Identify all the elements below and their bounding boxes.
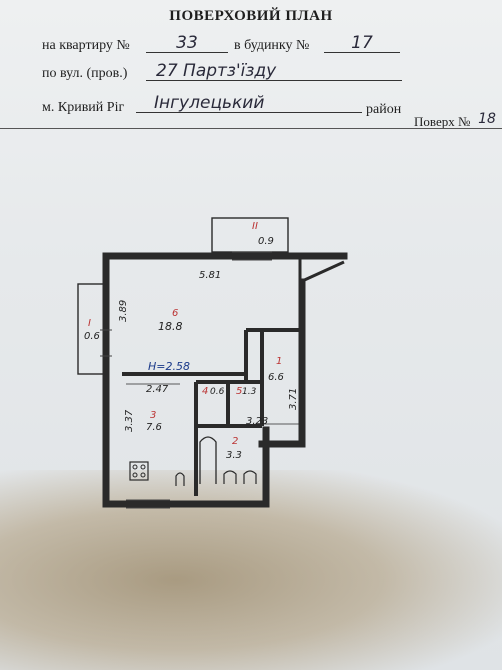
balcony-top-wall	[211, 217, 289, 253]
toilet-icon	[223, 470, 237, 484]
room-2-num: 2	[232, 436, 238, 447]
page-title: ПОВЕРХОВИЙ ПЛАН	[169, 8, 333, 24]
corner-wall	[298, 258, 345, 285]
room-I-area: 0.6	[84, 331, 100, 342]
room-6-area: 18.8	[158, 320, 183, 333]
apt-label: на квартиру №	[42, 38, 130, 53]
ceiling-height: H=2.58	[148, 360, 190, 373]
apt-value: 33	[146, 34, 228, 53]
header-divider	[0, 128, 502, 129]
district-label: район	[366, 102, 402, 117]
sink2-icon	[243, 470, 257, 484]
room-1-num: 1	[276, 356, 282, 367]
room-I-num: I	[88, 318, 91, 329]
dim-right-height: 3.71	[288, 388, 299, 410]
room-II-num: II	[252, 221, 258, 232]
balcony-left-wall	[77, 283, 105, 375]
room-2-area: 3.3	[226, 450, 242, 461]
building-label: в будинку №	[234, 38, 310, 53]
room-3-area: 7.6	[146, 422, 162, 433]
sink-icon	[175, 472, 185, 486]
room-1-area: 6.6	[268, 372, 284, 383]
dim-left-height: 3.89	[118, 300, 129, 322]
dim-bath-width: 3.23	[246, 416, 268, 427]
dim-top-width: 5.81	[199, 270, 221, 281]
dim-kitchen-height: 3.37	[124, 409, 135, 432]
room-5-num: 5	[236, 386, 242, 397]
bathtub-icon	[199, 436, 217, 484]
room-6-num: 6	[172, 308, 178, 319]
dim-kitchen-width: 2.47	[146, 384, 169, 395]
room-II-area: 0.9	[258, 236, 274, 247]
building-value: 17	[324, 34, 400, 53]
room-3-num: 3	[150, 410, 156, 421]
room-5-area: 1.3	[242, 387, 257, 397]
city-label: м. Кривий Ріг	[42, 100, 125, 115]
district-value: Інгулецький	[136, 94, 362, 113]
room-4-num: 4	[202, 386, 208, 397]
stove-icon	[129, 461, 149, 481]
floor-label: Поверх №	[414, 114, 471, 129]
street-value: 27 Партз'їзду	[146, 62, 402, 81]
street-label: по вул. (пров.)	[42, 66, 128, 81]
room-4-area: 0.6	[210, 387, 225, 397]
